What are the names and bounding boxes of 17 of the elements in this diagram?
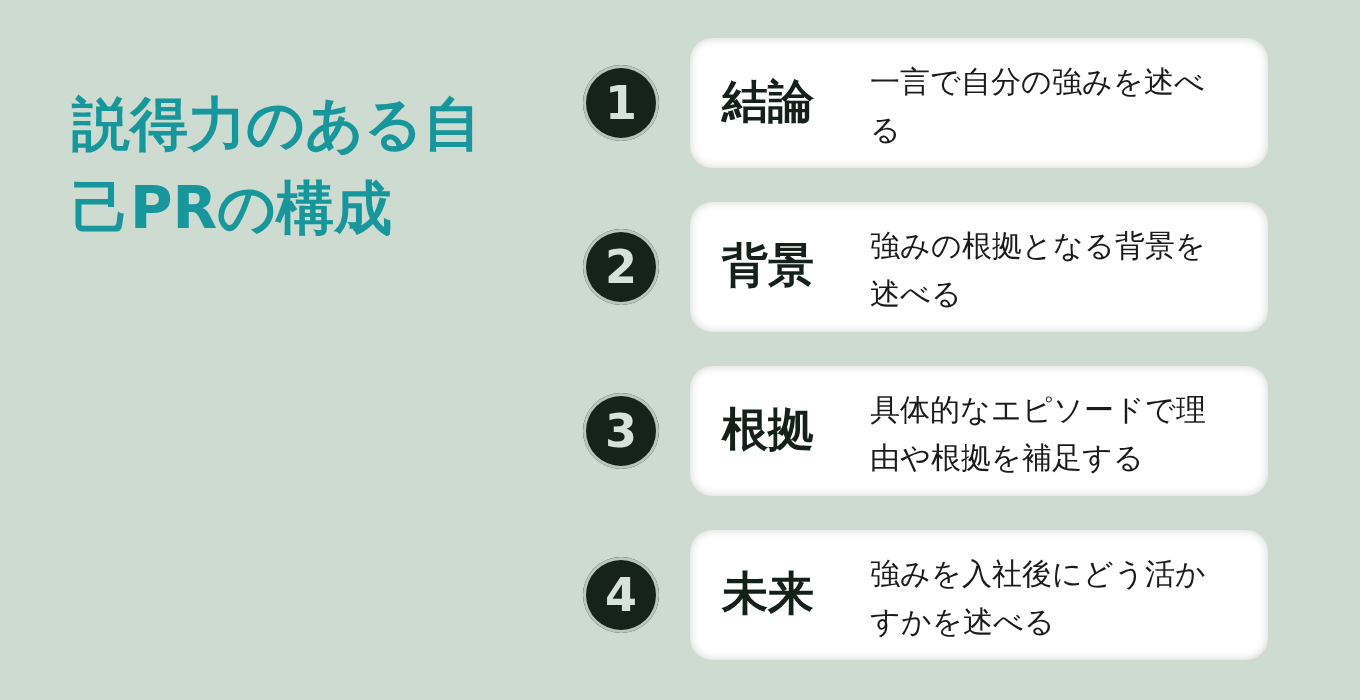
number-badge: 4	[583, 557, 659, 633]
step-description: 一言で自分の強みを述べる	[870, 63, 1206, 149]
step-heading: 背景	[722, 237, 814, 294]
title: 説得力のある自己PRの構成	[72, 89, 482, 245]
number-badge: 1	[583, 65, 659, 141]
step-heading: 未来	[722, 565, 814, 622]
step-card	[690, 530, 1268, 660]
step-description: 強みの根拠となる背景を述べる	[870, 227, 1207, 313]
step-card	[690, 366, 1268, 496]
step-description: 具体的なエピソードで理由や根拠を補足する	[870, 391, 1207, 477]
number-badge: 3	[583, 393, 659, 469]
step-heading: 結論	[722, 73, 814, 130]
step-description: 強みを入社後にどう活かすかを述べる	[870, 555, 1207, 641]
step-card	[690, 202, 1268, 332]
step-heading: 根拠	[722, 401, 814, 458]
number-badge: 2	[583, 229, 659, 305]
step-card	[690, 38, 1268, 168]
